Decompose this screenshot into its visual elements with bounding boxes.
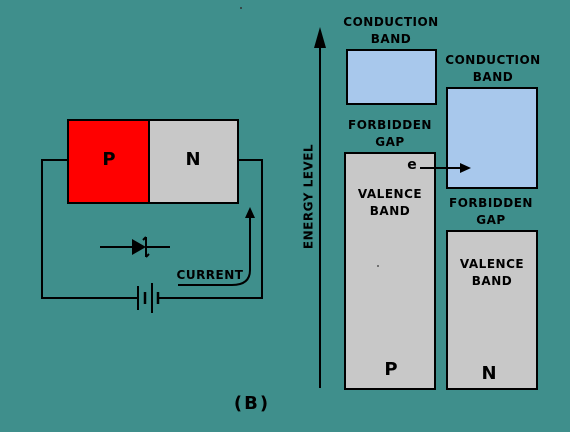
p-label: P bbox=[102, 149, 116, 170]
battery-icon bbox=[137, 283, 160, 313]
current-label: CURRENT bbox=[176, 268, 244, 282]
electron-arrow-icon bbox=[420, 163, 471, 173]
energy-axis-label: ENERGY LEVEL bbox=[301, 143, 316, 250]
p-valence-label: VALENCE BAND bbox=[357, 187, 423, 218]
p-valence-band bbox=[344, 152, 436, 390]
circuit-wire-left bbox=[41, 159, 138, 299]
current-arrow-icon bbox=[178, 207, 255, 286]
n-valence-label: VALENCE BAND bbox=[459, 257, 525, 288]
n-type-label: N bbox=[481, 363, 497, 384]
p-type-label: P bbox=[384, 359, 398, 380]
p-conduction-label: CONDUCTION BAND bbox=[343, 15, 439, 46]
electron-label: e bbox=[407, 157, 417, 173]
energy-axis bbox=[314, 27, 326, 388]
p-forbidden-label: FORBIDDEN GAP bbox=[348, 118, 432, 149]
n-forbidden-label: FORBIDDEN GAP bbox=[449, 196, 533, 227]
n-label: N bbox=[185, 149, 201, 170]
figure-label: (B) bbox=[233, 393, 271, 414]
circuit-wire-right bbox=[158, 159, 263, 299]
p-conduction-band bbox=[346, 49, 437, 105]
n-conduction-band bbox=[446, 87, 538, 189]
n-region bbox=[148, 119, 239, 204]
n-valence-band bbox=[446, 230, 538, 390]
n-conduction-label: CONDUCTION BAND bbox=[445, 53, 541, 84]
p-region bbox=[67, 119, 150, 204]
diode-symbol-icon bbox=[100, 236, 170, 258]
